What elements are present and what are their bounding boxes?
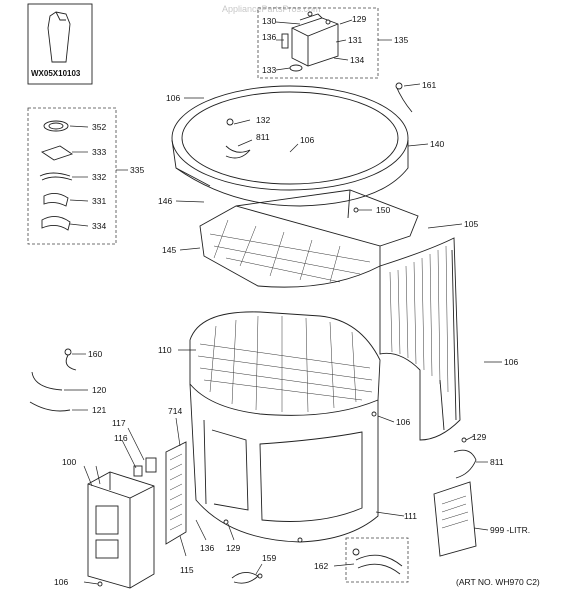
callout-334: 334	[92, 221, 106, 231]
callout-115: 115	[180, 565, 194, 575]
callout-714: 714	[168, 406, 182, 416]
tool-box: WX05X10103	[27, 3, 93, 85]
callout-811-top: 811	[256, 132, 270, 142]
callout-352: 352	[92, 122, 106, 132]
leader-lines	[83, 83, 502, 585]
control-box-assembly	[257, 7, 392, 79]
callout-129-right: 129	[472, 432, 486, 442]
callout-135: 135	[394, 35, 408, 45]
callout-111: 111	[404, 511, 417, 521]
callout-110: 110	[158, 345, 172, 355]
callout-161: 161	[422, 80, 436, 90]
callout-335: 335	[130, 165, 144, 175]
callout-labels: 129 130 131 135 136 134 133 106 161 132 …	[54, 14, 540, 587]
callout-100: 100	[62, 457, 76, 467]
kit-box	[27, 107, 128, 245]
callout-129-bottom: 129	[226, 543, 240, 553]
art-number: (ART NO. WH970 C2)	[456, 577, 540, 587]
callout-132: 132	[256, 115, 270, 125]
callout-999-litr: 999 -LITR.	[490, 525, 530, 535]
callout-116: 116	[114, 433, 128, 443]
small-parts	[97, 437, 477, 587]
rear-shroud	[379, 237, 461, 441]
callout-106-body: 106	[396, 417, 410, 427]
callout-106-top: 106	[166, 93, 180, 103]
callout-120: 120	[92, 385, 106, 395]
callout-150: 150	[376, 205, 390, 215]
main-body	[189, 311, 381, 543]
callout-106-right: 106	[504, 357, 518, 367]
callout-106-ring: 106	[300, 135, 314, 145]
watermark: AppliancePartsPros.com	[222, 4, 321, 14]
callout-106-bottom: 106	[54, 577, 68, 587]
callout-136: 136	[262, 32, 276, 42]
callout-145: 145	[162, 245, 176, 255]
control-panel	[87, 441, 187, 589]
callout-140: 140	[430, 139, 444, 149]
callout-121: 121	[92, 405, 106, 415]
callout-134: 134	[350, 55, 364, 65]
top-cover-ring	[171, 82, 413, 207]
callout-160: 160	[88, 349, 102, 359]
callout-332: 332	[92, 172, 106, 182]
callout-105: 105	[464, 219, 478, 229]
callout-811-right: 811	[490, 457, 504, 467]
callout-146: 146	[158, 196, 172, 206]
socket-wrench-tool	[47, 11, 71, 63]
tool-part-number: WX05X10103	[31, 69, 81, 78]
callout-117: 117	[112, 418, 126, 428]
wire-parts	[29, 348, 88, 412]
callout-130: 130	[262, 16, 276, 26]
callout-131: 131	[348, 35, 362, 45]
callout-136-bottom: 136	[200, 543, 214, 553]
callout-129: 129	[352, 14, 366, 24]
callout-159: 159	[262, 553, 276, 563]
callout-162: 162	[314, 561, 328, 571]
callout-331: 331	[92, 196, 106, 206]
callout-333: 333	[92, 147, 106, 157]
callout-133: 133	[262, 65, 276, 75]
